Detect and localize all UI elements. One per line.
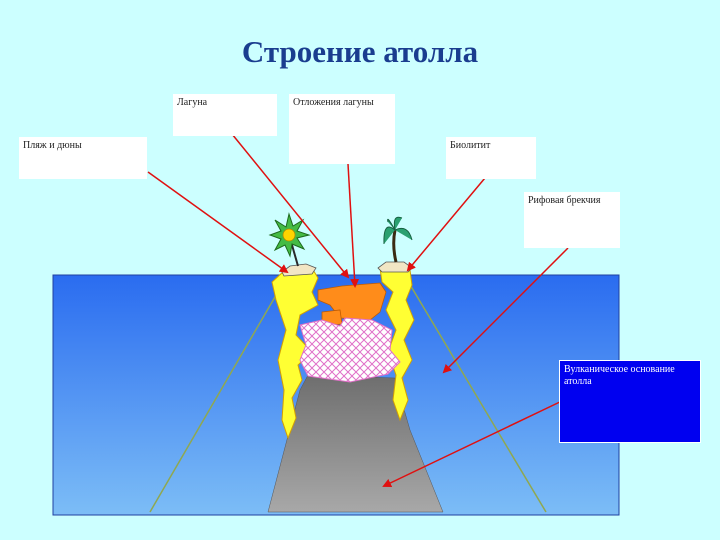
label-lagoon: Лагуна: [173, 94, 277, 136]
palm-tree-left-icon: [268, 212, 311, 267]
arrow-volcanic-base: [382, 399, 565, 488]
arrow-biolith: [406, 171, 491, 272]
label-biolith: Биолитит: [446, 137, 536, 179]
diagram-title: Строение атолла: [241, 34, 479, 69]
slope-line-right: [405, 277, 547, 513]
arrow-lagoon-sediments: [347, 163, 360, 288]
arrow-beach-dunes: [147, 171, 289, 274]
reef-wall-right: [379, 267, 415, 422]
label-reef-breccia: Рифовая брекчия: [524, 192, 620, 248]
arrow-lagoon: [231, 133, 350, 279]
reef-wall-left: [271, 267, 319, 440]
label-beach-dunes: Пляж и дюны: [19, 137, 147, 179]
arrow-reef-breccia: [442, 247, 569, 374]
palm-tree-right-icon: [383, 216, 413, 263]
label-lagoon-sediments: Отложения лагуны: [289, 94, 395, 164]
label-volcanic-base: Вулканическое основание атолла: [559, 360, 701, 443]
beach-dunes-left: [281, 263, 317, 277]
beach-dunes-right: [377, 261, 413, 273]
reef-breccia: [299, 317, 401, 383]
slope-line-left: [149, 277, 287, 513]
